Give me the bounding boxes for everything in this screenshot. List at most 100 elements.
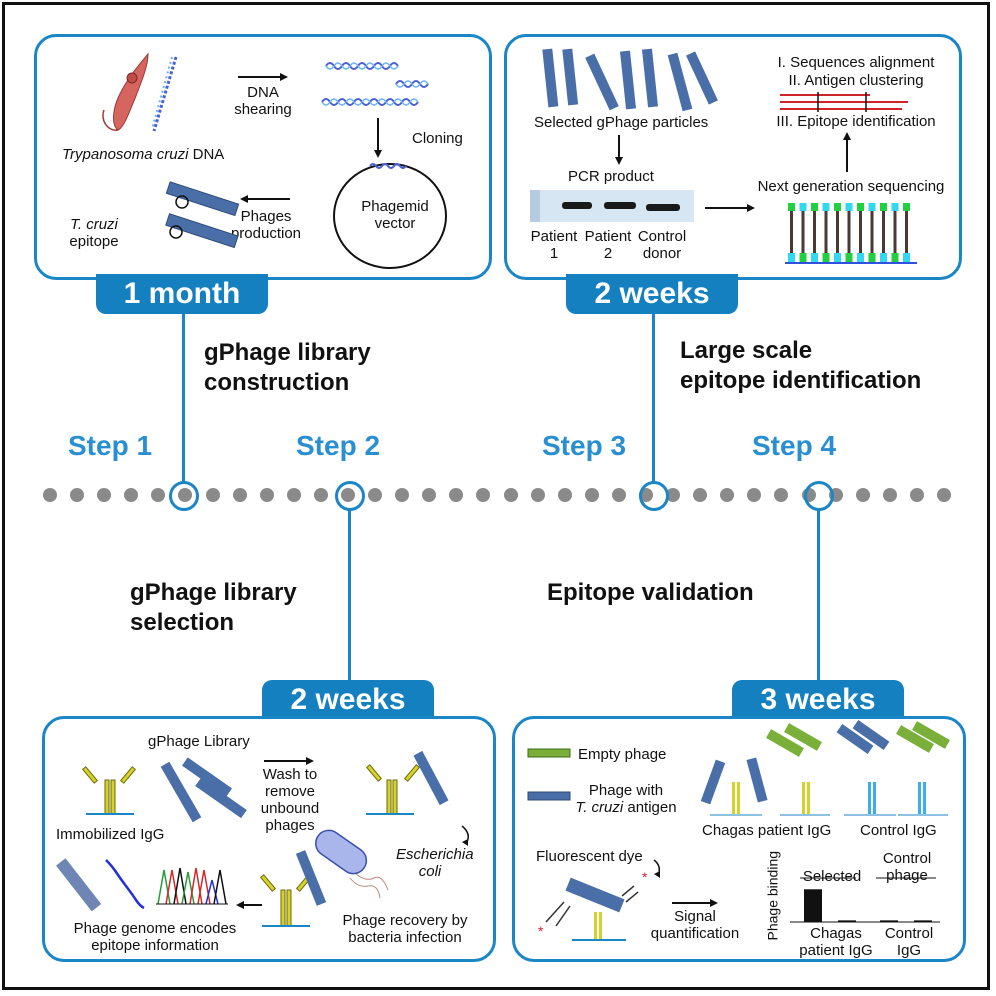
heading-step1-line1: gPhage library <box>204 339 371 366</box>
phage-genome-icon <box>56 858 145 912</box>
lane3-line2: donor <box>642 245 682 262</box>
chart-series-group-2-line2: phage <box>886 867 928 884</box>
lane2-line1: Patient <box>584 228 632 245</box>
antigen-phage-legend-icon <box>527 791 571 801</box>
ngs-cluster <box>824 211 828 253</box>
timeline-marker-step2[interactable] <box>335 481 365 511</box>
chart-ylabel-text: Phage binding <box>764 850 781 941</box>
heading-step1: gPhage library construction <box>204 338 371 398</box>
timeline-dot <box>124 488 139 502</box>
chart-group-1-line2: patient IgG <box>799 942 873 959</box>
bound-phage-igg-icon <box>365 750 449 815</box>
ngs-cluster <box>845 203 853 211</box>
signal-line1: Signal <box>674 908 716 925</box>
ngs-cluster <box>880 253 887 262</box>
dna-fragments-icon <box>321 62 429 106</box>
recovery-line1: Phage recovery by <box>342 912 468 929</box>
lane3-line1: Control <box>637 228 687 245</box>
timeline-marker-step4[interactable] <box>804 481 834 511</box>
step-label-1: Step 1 <box>68 430 153 461</box>
timeline-dot <box>747 488 762 502</box>
ecoli-line1: Escherichia <box>396 846 474 863</box>
phages-production-label: Phages production <box>226 208 306 242</box>
timeline-dot <box>909 488 924 502</box>
timeline-dot <box>313 488 328 502</box>
ngs-cluster <box>822 253 830 262</box>
lane2-line2: 2 <box>603 245 613 262</box>
timeline-dot <box>151 488 166 502</box>
legend-empty-phage: Empty phage <box>578 746 667 763</box>
ngs-cluster <box>868 203 876 211</box>
ngs-cluster <box>882 211 885 253</box>
ngs-flowcell-icon <box>785 203 917 264</box>
ngs-cluster <box>857 253 864 262</box>
timeline-dot <box>557 488 572 502</box>
connector-step2 <box>348 508 351 680</box>
dna-shearing-line2: shearing <box>234 101 292 118</box>
duration-tab-step1: 1 month <box>96 274 268 314</box>
wash-line3: unbound <box>260 800 320 817</box>
genome-line2: epitope information <box>91 937 219 954</box>
chart-group-label-1: Chagas patient IgG <box>796 925 876 959</box>
heading-step2-line2: selection <box>130 609 235 636</box>
arrow-right-icon <box>705 204 755 212</box>
legend-antigen-species: T. cruzi <box>575 799 624 816</box>
ngs-cluster <box>811 203 818 211</box>
step-label-2: Step 2 <box>296 430 381 461</box>
ngs-cluster <box>893 211 897 253</box>
timeline-dot <box>611 488 626 502</box>
immobilized-igg-label: Immobilized IgG <box>56 826 165 843</box>
chart-bar <box>914 920 932 923</box>
timeline-dot <box>530 488 545 502</box>
arrow-up-icon <box>843 132 851 172</box>
legend-antigen-line1: Phage with <box>588 782 664 799</box>
timeline-dot <box>503 488 518 502</box>
legend-antigen-suffix: antigen <box>623 799 677 816</box>
organism-suffix: DNA <box>188 146 225 163</box>
ngs-cluster <box>868 253 876 262</box>
phagemid-vector-label: Phagemid vector <box>340 198 450 232</box>
cloning-label: Cloning <box>412 130 463 147</box>
chart-bar <box>838 920 856 923</box>
timeline-dot <box>205 488 220 502</box>
control-igg-label: Control IgG <box>860 822 937 839</box>
ngs-cluster <box>834 253 841 262</box>
chart-group-2-line2: IgG <box>896 942 922 959</box>
wash-label: Wash to remove unbound phages <box>250 766 330 834</box>
svg-text:*: * <box>642 869 648 885</box>
ngs-cluster <box>790 211 793 253</box>
phagemid-vector-circle <box>333 163 447 269</box>
svg-text:*: * <box>538 923 544 939</box>
chart-series-group-1: Selected <box>802 868 862 885</box>
epitope-line1: T. cruzi <box>70 216 118 233</box>
timeline-dot <box>286 488 301 502</box>
timeline-marker-step3[interactable] <box>639 481 669 511</box>
ngs-cluster <box>859 211 862 253</box>
timeline-dot <box>422 488 437 502</box>
chart-ylabel: Phage binding <box>765 851 781 941</box>
ngs-cluster <box>822 203 830 211</box>
heading-step2-line1: gPhage library <box>130 579 297 606</box>
timeline-dot <box>368 488 383 502</box>
connector-step3 <box>652 314 655 482</box>
ngs-cluster <box>813 211 816 253</box>
ngs-cluster <box>811 253 818 262</box>
recovery-line2: bacteria infection <box>348 929 462 946</box>
fluorescent-dye-label: Fluorescent dye <box>536 848 643 865</box>
heading-step3-line2: epitope identification <box>680 367 922 394</box>
dna-helix-icon <box>151 56 178 132</box>
wash-line4: phages <box>265 817 315 834</box>
phage-recovery-label: Phage recovery by bacteria infection <box>330 912 480 946</box>
chart-group-2-line1: Control <box>884 925 934 942</box>
analysis-step-1: I. Sequences alignment <box>777 54 935 71</box>
timeline-marker-step1[interactable] <box>169 481 199 511</box>
timeline-dot <box>937 488 951 502</box>
timeline-dot <box>882 488 897 502</box>
lane1-line1: Patient <box>530 228 578 245</box>
chart-bar <box>880 920 898 923</box>
ngs-cluster <box>870 211 874 253</box>
heading-step4: Epitope validation <box>547 578 754 608</box>
ecoli-line2: coli <box>418 863 442 880</box>
